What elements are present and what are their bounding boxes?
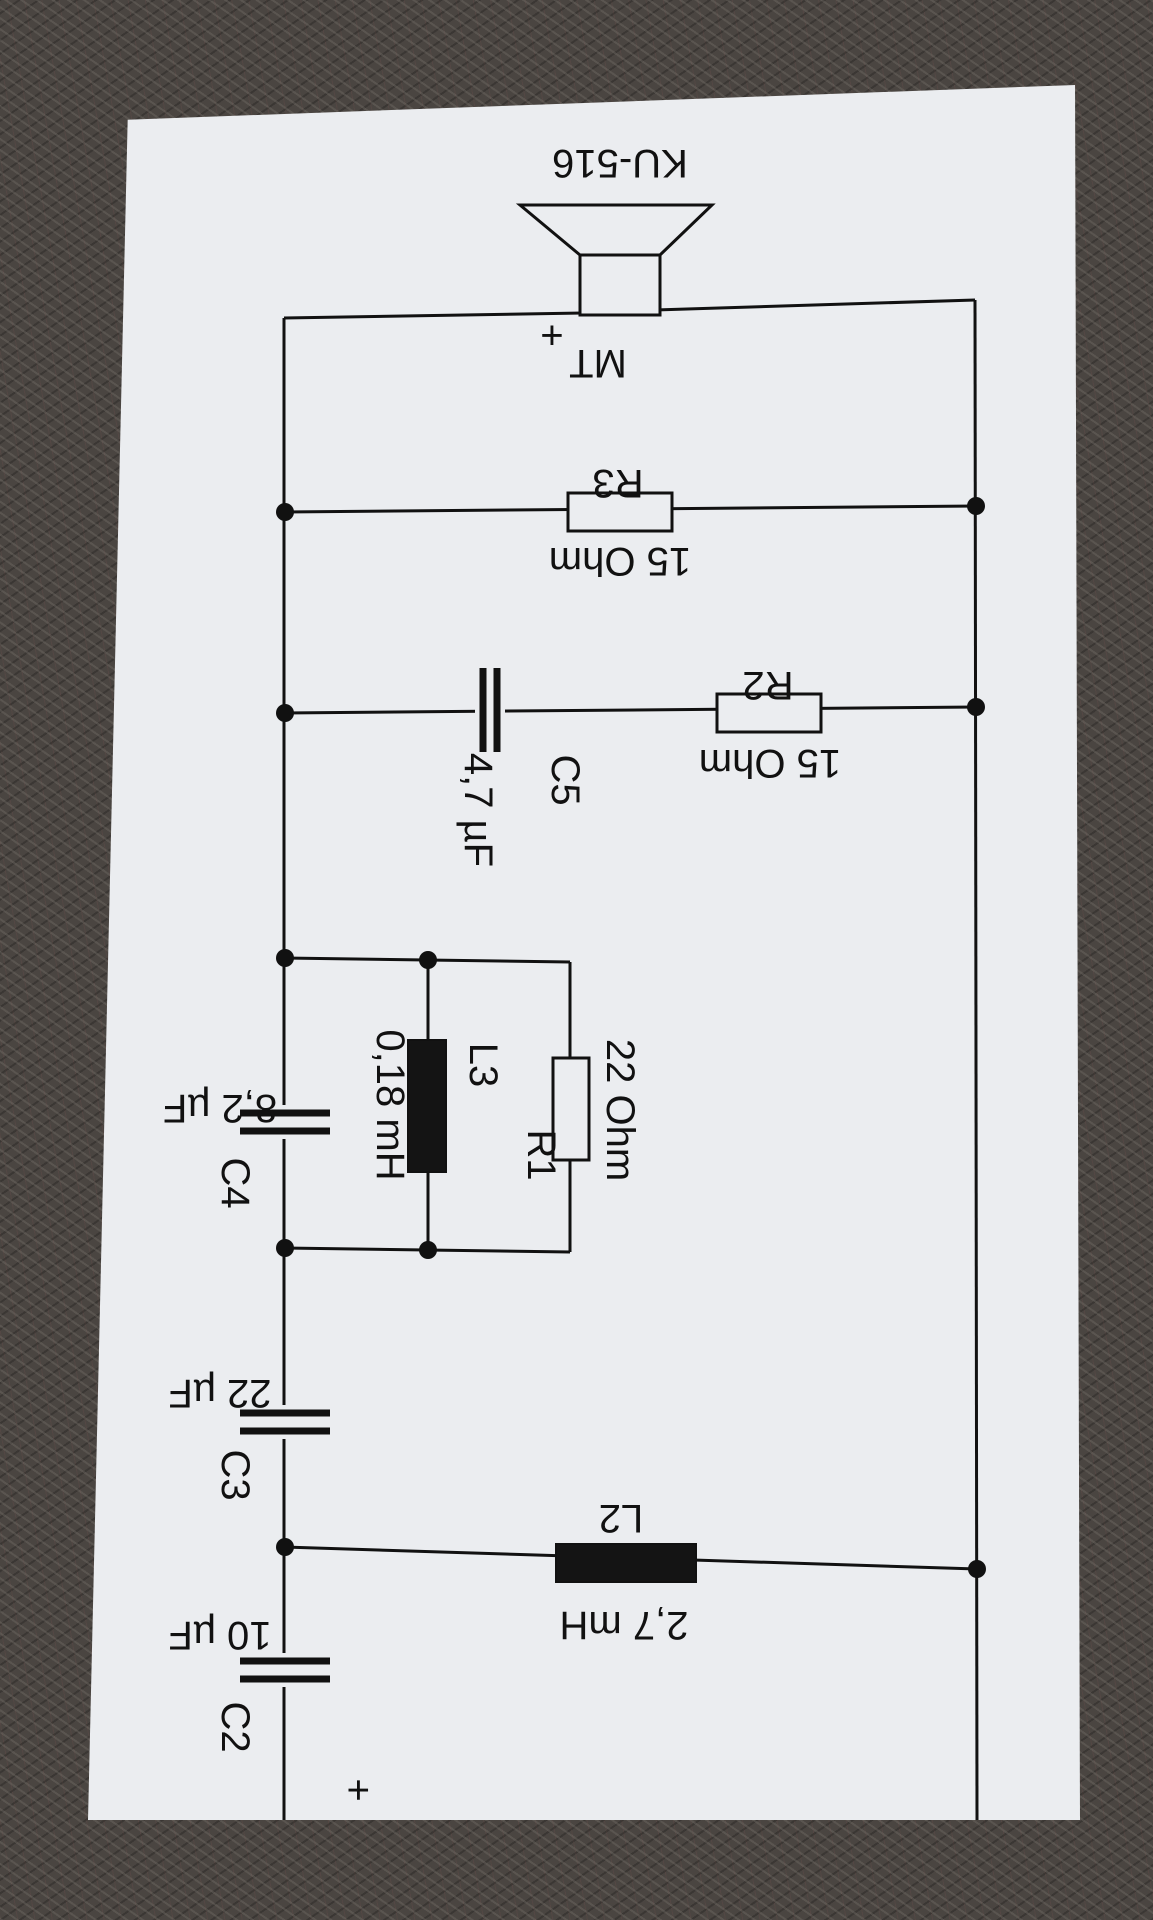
junction-dot [276,1239,294,1257]
junction-dot [967,497,985,515]
l3-value-label: 0,18 mH [368,1029,412,1180]
c5-ref-label: C5 [543,754,587,805]
r2-value-label: 15 Ohm [699,741,841,785]
r3-ref-label: R3 [592,461,643,505]
resistor-r3-symbol [566,491,674,533]
speaker-model-label: KU-516 [552,141,688,185]
junction-dot [276,704,294,722]
r3-value-label: 15 Ohm [549,539,691,583]
r1-ref-label: R1 [519,1129,563,1180]
c5-value-label: 4,7 µF [456,753,500,867]
capacitor-c3-symbol [240,1409,330,1435]
speaker-ref-label: MT [569,341,627,385]
resistor-r2-symbol [715,692,823,734]
speaker-polarity-label: + [540,313,563,357]
junction-dot [276,949,294,967]
inductor-l3-symbol [407,1039,447,1173]
junction-dot [276,1538,294,1556]
capacitor-c2-symbol [240,1657,330,1683]
junction-dot [419,1241,437,1259]
junction-dot [968,1560,986,1578]
l3-ref-label: L3 [461,1043,505,1088]
c2-ref-label: C2 [213,1701,257,1752]
paper-sheet [88,85,1080,1820]
capacitor-c4-symbol [240,1109,330,1135]
inductor-l2-symbol [555,1543,697,1583]
c5-r2-wire [283,705,978,715]
c2-value-label: 10 µF [168,1613,271,1657]
r1-value-label: 22 Ohm [598,1039,642,1181]
c3-value-label: 22 µF [168,1371,271,1415]
l2-ref-label: L2 [599,1496,644,1540]
c3-ref-label: C3 [213,1449,257,1500]
speaker-symbol [515,203,716,317]
bottom-rail [973,299,979,1821]
junction-dot [419,951,437,969]
capacitor-c5-symbol [479,668,501,752]
input-plus-label: + [336,1778,380,1801]
c4-ref-label: C4 [213,1157,257,1208]
r2-ref-label: R2 [742,663,793,707]
speaker-wire-top [283,311,584,320]
c4-value-label: 8,2 µF [163,1086,277,1130]
speaker-wire-bottom [654,298,976,312]
l2-value-label: 2,7 mH [560,1603,689,1647]
junction-dot [276,503,294,521]
junction-dot [967,698,985,716]
resistor-r1-symbol [551,1056,591,1162]
